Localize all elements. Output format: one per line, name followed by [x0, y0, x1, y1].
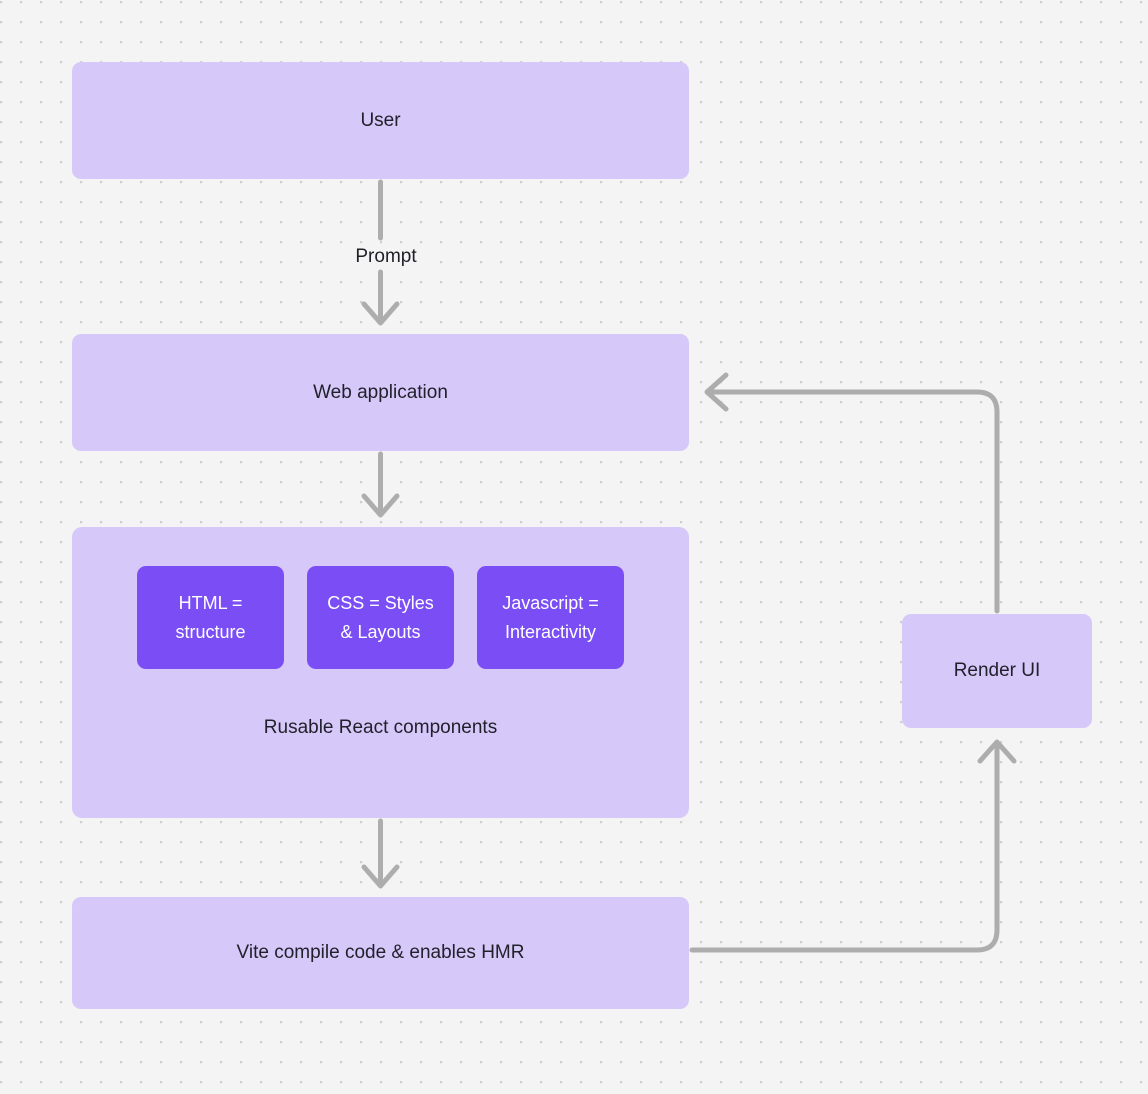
chip-javascript[interactable]: Javascript = Interactivity — [477, 566, 624, 669]
node-render-ui-label: Render UI — [953, 660, 1041, 682]
node-user[interactable]: User — [72, 62, 689, 179]
arrowhead-components-to-vite — [361, 864, 400, 889]
chip-css-label: CSS = Styles & Layouts — [327, 592, 434, 642]
node-render-ui[interactable]: Render UI — [902, 614, 1092, 728]
edge-vite-to-render — [689, 741, 1000, 953]
chip-html-label: HTML = structure — [175, 592, 246, 642]
chip-row: HTML = structure CSS = Styles & Layouts … — [72, 566, 689, 669]
chip-javascript-label: Javascript = Interactivity — [502, 592, 599, 642]
arrowhead-vite-to-render — [977, 739, 1017, 764]
node-user-label: User — [360, 109, 401, 131]
node-vite[interactable]: Vite compile code & enables HMR — [72, 897, 689, 1009]
node-react-components-caption: Rusable React components — [263, 717, 498, 738]
arrowhead-webapp-to-components — [361, 493, 400, 518]
arrowhead-render-to-webapp — [704, 372, 729, 412]
node-vite-label: Vite compile code & enables HMR — [236, 942, 525, 964]
chip-html[interactable]: HTML = structure — [137, 566, 284, 669]
node-react-components[interactable]: HTML = structure CSS = Styles & Layouts … — [72, 527, 689, 818]
chip-css[interactable]: CSS = Styles & Layouts — [307, 566, 454, 669]
edge-render-to-webapp — [706, 389, 1000, 614]
arrowhead-user-to-webapp — [361, 301, 400, 326]
node-web-application[interactable]: Web application — [72, 334, 689, 451]
node-web-application-label: Web application — [313, 381, 448, 403]
edge-label-prompt: Prompt — [340, 245, 432, 269]
